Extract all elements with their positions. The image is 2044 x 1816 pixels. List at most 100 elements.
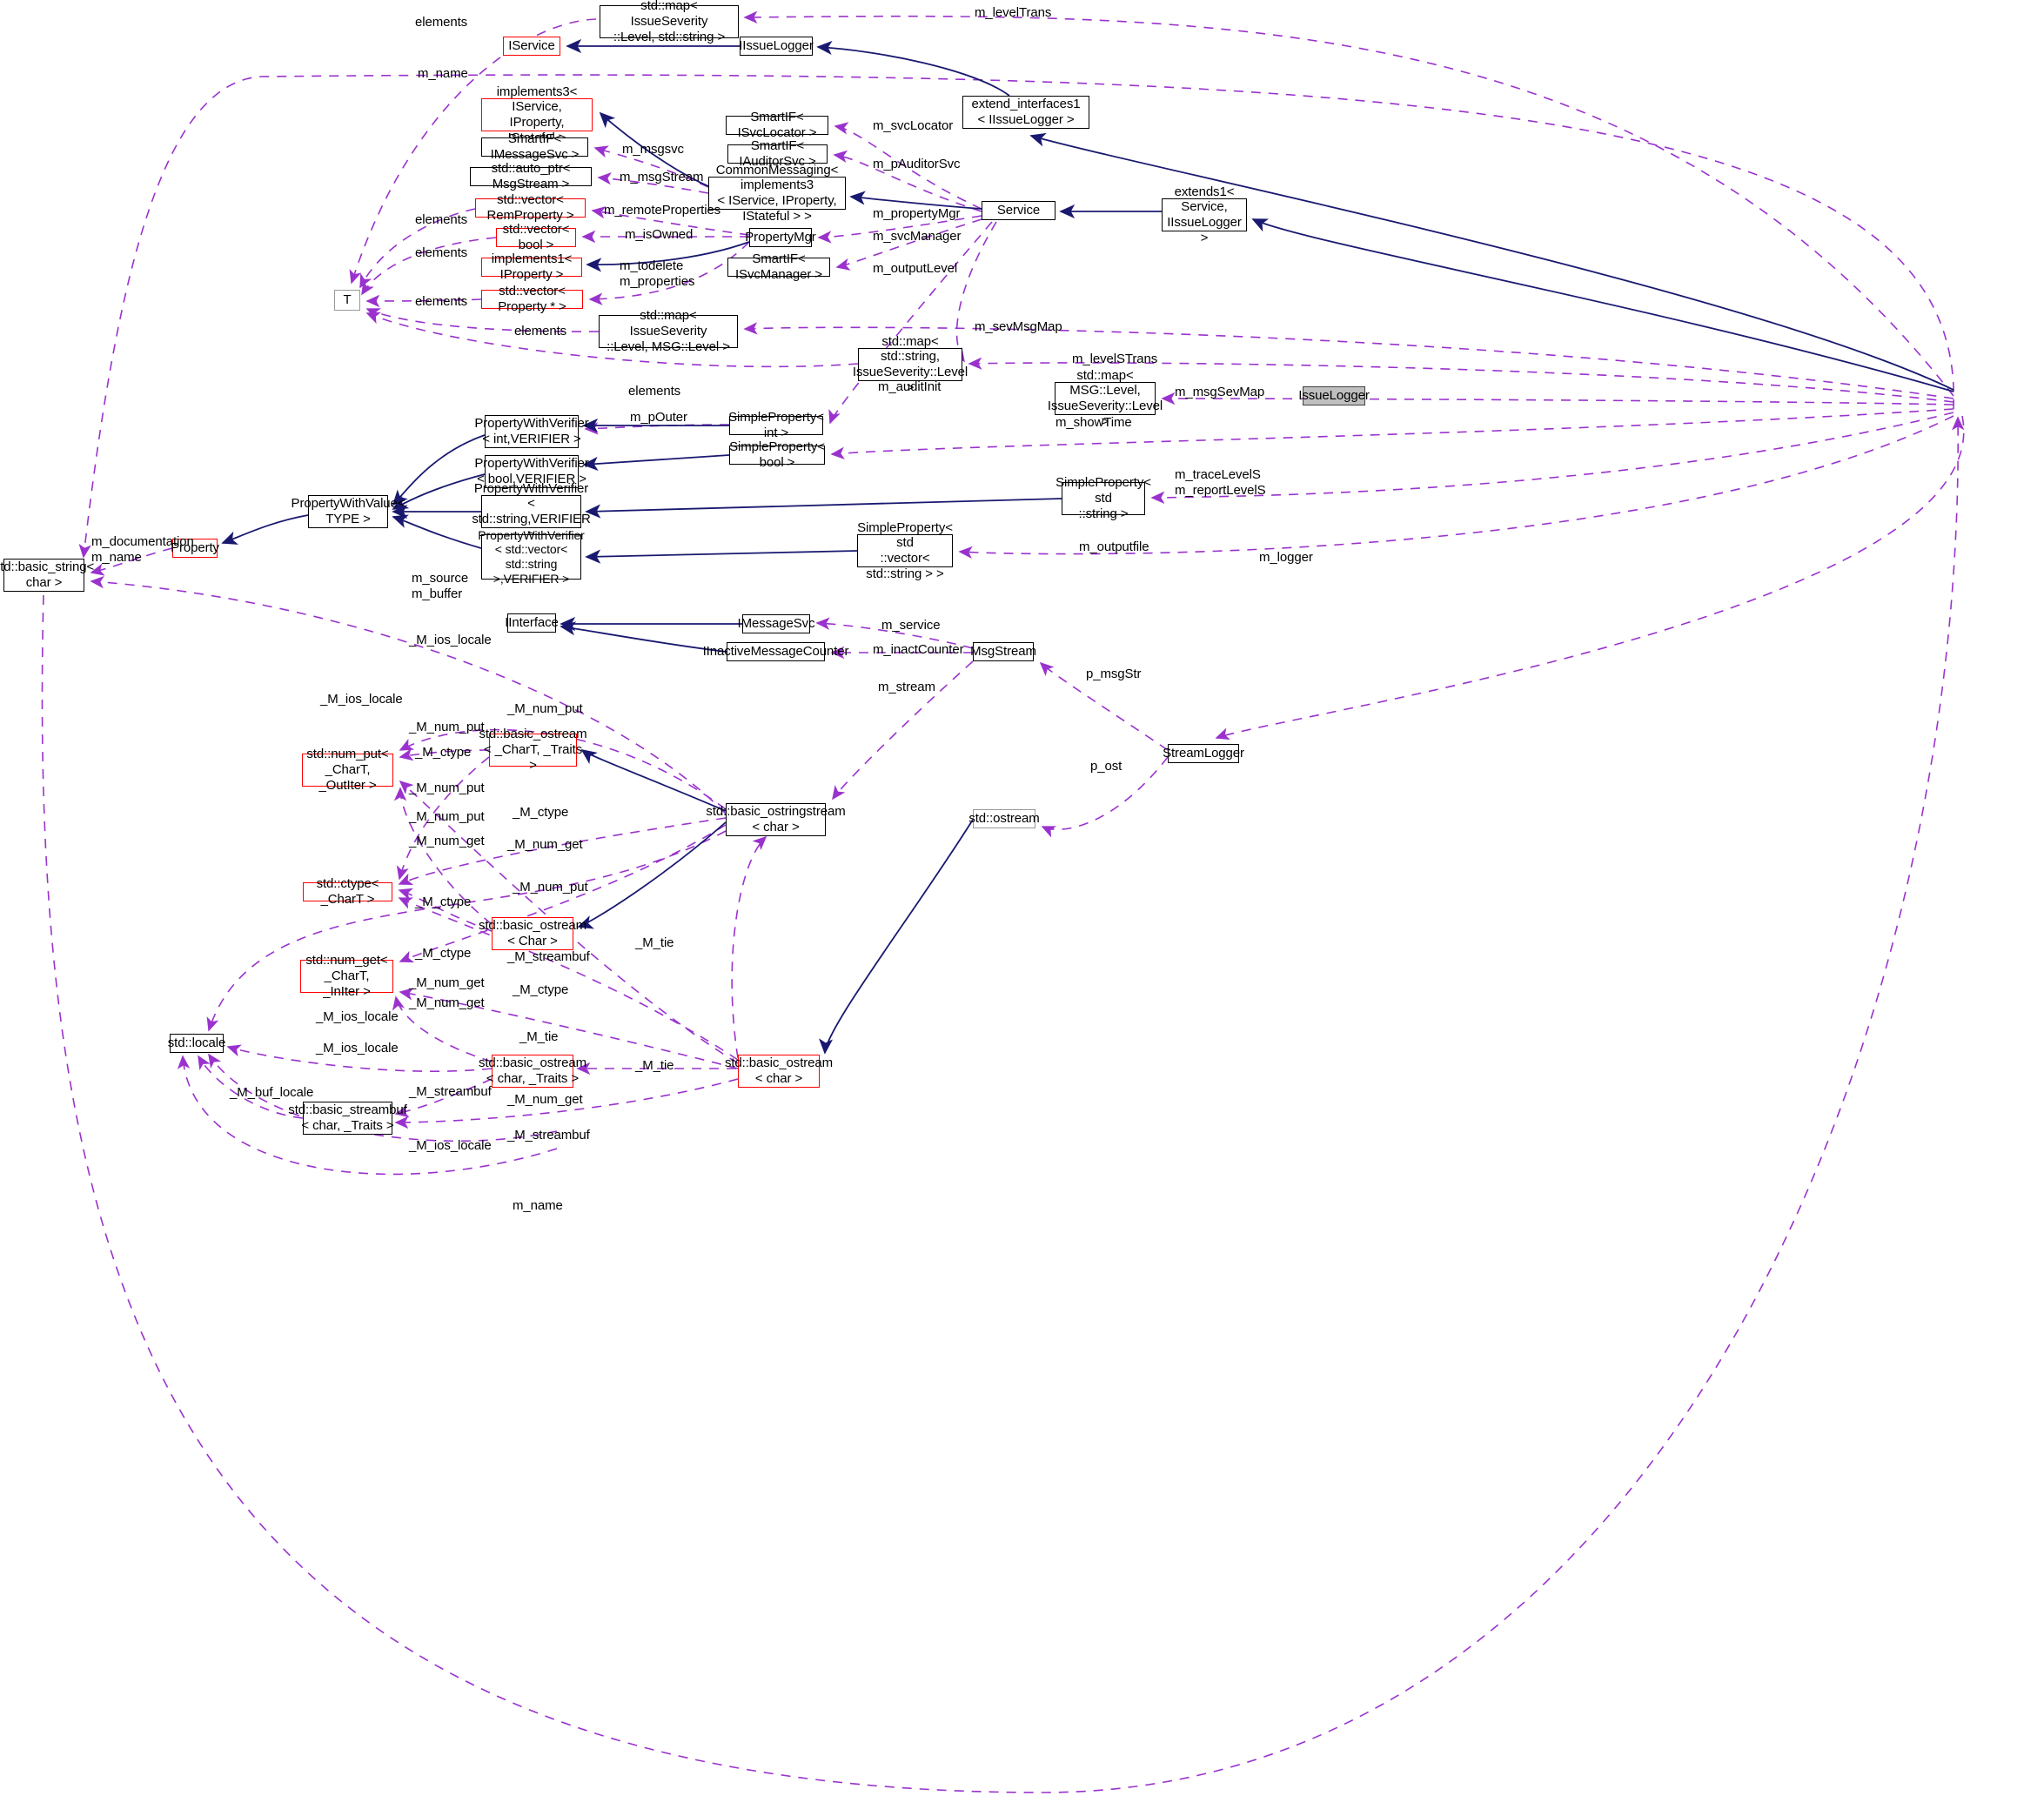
edge-label-lbl-m-pouter: m_pOuter bbox=[630, 410, 687, 425]
edge-label-lbl-m-ios-locale-2: _M_ios_locale bbox=[320, 692, 403, 707]
edge-label-lbl-m-tie-3: _M_tie bbox=[635, 1058, 674, 1073]
class-node-basic_ostringstream_char[interactable]: std::basic_ostringstream < char > bbox=[706, 803, 846, 836]
edge-label-lbl-m-num-put-2: _M_num_put bbox=[409, 720, 485, 734]
edge-label-lbl-elements-6: elements bbox=[628, 384, 681, 399]
edge-label-lbl-m-tracelevels: m_traceLevelS m_reportLevelS bbox=[1175, 467, 1266, 498]
edge-label-lbl-m-svcmanager: m_svcManager bbox=[873, 229, 962, 244]
edge-label-lbl-m-msgsevmap: m_msgSevMap bbox=[1175, 385, 1265, 399]
class-node-vector_property_ptr[interactable]: std::vector< Property * > bbox=[481, 284, 583, 314]
class-node-autoptr_msgstream[interactable]: std::auto_ptr< MsgStream > bbox=[470, 161, 592, 191]
edge-label-lbl-m-propertymgr: m_propertyMgr bbox=[873, 206, 961, 221]
class-node-smartif_iauditorsvc[interactable]: SmartIF< IAuditorSvc > bbox=[727, 138, 828, 169]
edge-label-lbl-m-name-bottom: m_name bbox=[513, 1198, 563, 1213]
edge-label-lbl-m-showtime: m_showTime bbox=[1056, 415, 1132, 430]
class-node-iservice[interactable]: IService bbox=[503, 37, 560, 56]
class-node-basic_ostream_Char[interactable]: std::basic_ostream < Char > bbox=[478, 917, 587, 950]
edge-label-lbl-m-auditinit: m_auditInit bbox=[878, 379, 942, 394]
class-node-commonmessaging[interactable]: CommonMessaging< implements3 < IService,… bbox=[708, 163, 846, 224]
class-node-smartif_isvclocator[interactable]: SmartIF< ISvcLocator > bbox=[726, 110, 828, 140]
class-node-num_get[interactable]: std::num_get< _CharT, _InIter > bbox=[300, 953, 393, 999]
class-node-pwv_int[interactable]: PropertyWithVerifier < int,VERIFIER > bbox=[474, 415, 589, 448]
class-node-pwv_tmpl[interactable]: PropertyWithValue< TYPE > bbox=[291, 495, 405, 528]
class-node-locale[interactable]: std::locale bbox=[168, 1034, 225, 1053]
class-node-iinterface[interactable]: IInterface bbox=[505, 613, 559, 633]
edge-label-lbl-elements-3: elements bbox=[415, 245, 468, 260]
class-node-basic_ostream_chart[interactable]: std::basic_ostream < _CharT, _Traits > bbox=[479, 727, 587, 773]
class-node-extends1_service[interactable]: extends1< Service, IIssueLogger > bbox=[1162, 184, 1247, 245]
edge-label-lbl-m-service: m_service bbox=[881, 618, 941, 633]
edge-label-lbl-m-num-get-2: _M_num_get bbox=[507, 837, 583, 852]
edge-label-lbl-m-isowned: m_isOwned bbox=[625, 227, 694, 242]
class-node-vector_remproperty[interactable]: std::vector< RemProperty > bbox=[475, 192, 586, 223]
class-node-map_msg_sev[interactable]: std::map< MSG::Level, IssueSeverity::Lev… bbox=[1047, 367, 1163, 429]
edge-label-lbl-m-ios-locale-5: _M_ios_locale bbox=[409, 1138, 492, 1153]
class-node-pwv_string[interactable]: PropertyWithVerifier < std::string,VERIF… bbox=[472, 480, 591, 542]
edge-label-lbl-m-sevmsgmap: m_sevMsgMap bbox=[975, 319, 1062, 334]
edge-label-lbl-m-ctype-1: _M_ctype bbox=[415, 745, 472, 760]
class-node-ctype_chart[interactable]: std::ctype< _CharT > bbox=[303, 876, 392, 907]
edge-label-lbl-m-outputlevel: m_outputLevel bbox=[873, 261, 958, 276]
class-node-propertymgr[interactable]: PropertyMgr bbox=[745, 228, 816, 247]
edge-label-lbl-m-msgsvc: m_msgsvc bbox=[622, 142, 684, 157]
class-node-service[interactable]: Service bbox=[982, 201, 1056, 220]
class-node-simpleproperty_int[interactable]: SimpleProperty< int > bbox=[728, 410, 824, 440]
class-node-pwv_vecstring[interactable]: PropertyWithVerifier < std::vector< std:… bbox=[478, 527, 585, 586]
edge-label-lbl-m-leveltrans: m_levelTrans bbox=[975, 5, 1052, 20]
edge-label-lbl-m-streambuf-1: _M_streambuf bbox=[507, 949, 590, 964]
edge-label-lbl-m-ios-locale-1: _M_ios_locale bbox=[409, 633, 492, 647]
class-node-streamlogger[interactable]: StreamLogger bbox=[1163, 744, 1244, 763]
class-node-T[interactable]: T bbox=[334, 290, 360, 311]
class-node-basic_streambuf[interactable]: std::basic_streambuf < char, _Traits > bbox=[288, 1102, 407, 1135]
class-node-iinactivemessagecounter[interactable]: IInactiveMessageCounter bbox=[703, 642, 849, 661]
class-node-pwv_bool[interactable]: PropertyWithVerifier < bool,VERIFIER > bbox=[474, 455, 589, 488]
class-node-map_sev_msglevel[interactable]: std::map< IssueSeverity ::Level, MSG::Le… bbox=[599, 308, 738, 354]
class-node-map_sev_string[interactable]: std::map< IssueSeverity ::Level, std::st… bbox=[600, 0, 739, 44]
edge-label-lbl-m-ios-locale-3: _M_ios_locale bbox=[316, 1009, 399, 1024]
edge-label-lbl-m-ctype-2: _M_ctype bbox=[513, 805, 569, 820]
edge-label-lbl-m-remoteproperties: m_remoteProperties bbox=[604, 203, 721, 218]
class-node-basic_ostream_char_traits[interactable]: std::basic_ostream < char, _Traits > bbox=[478, 1055, 587, 1088]
class-node-property[interactable]: Property bbox=[171, 539, 219, 558]
edge-label-lbl-m-ios-locale-4: _M_ios_locale bbox=[316, 1041, 399, 1055]
class-node-vector_bool[interactable]: std::vector< bool > bbox=[496, 222, 576, 252]
edge-label-lbl-m-inactcounter: m_inactCounter bbox=[873, 642, 964, 657]
class-node-issuelogger[interactable]: IssueLogger bbox=[1298, 386, 1370, 405]
class-node-ostream[interactable]: std::ostream bbox=[968, 809, 1040, 828]
class-node-basic_string_char[interactable]: std::basic_string< char > bbox=[0, 559, 95, 592]
edge-label-lbl-m-levelstrans: m_levelSTrans bbox=[1072, 352, 1158, 366]
class-node-map_string_sev[interactable]: std::map< std::string, IssueSeverity::Le… bbox=[852, 333, 968, 395]
edge-label-lbl-m-num-get-3: _M_num_get bbox=[409, 975, 485, 990]
edge-label-lbl-m-todelete: m_todelete m_properties bbox=[620, 258, 695, 289]
edge-label-lbl-m-ctype-3: _M_ctype bbox=[415, 895, 472, 909]
edge-label-lbl-m-num-get-1: _M_num_get bbox=[409, 834, 485, 848]
class-node-extend_interfaces1[interactable]: extend_interfaces1 < IIssueLogger > bbox=[962, 96, 1089, 129]
class-node-imessagesvc[interactable]: IMessageSvc bbox=[738, 614, 815, 633]
class-node-msgstream[interactable]: MsgStream bbox=[970, 642, 1036, 661]
edge-label-lbl-m-ctype-4: _M_ctype bbox=[415, 946, 472, 961]
edge-label-lbl-elements-2: elements bbox=[415, 212, 468, 227]
class-node-simpleproperty_vec[interactable]: SimpleProperty< std ::vector< std::strin… bbox=[857, 519, 953, 581]
class-node-iissuelogger[interactable]: IIssueLogger bbox=[739, 37, 814, 56]
edge-label-lbl-m-streambuf-3: _M_streambuf bbox=[507, 1128, 590, 1143]
class-node-smartif_isvcmanager[interactable]: SmartIF< ISvcManager > bbox=[727, 251, 830, 282]
class-node-basic_ostream_char[interactable]: std::basic_ostream < char > bbox=[724, 1055, 834, 1088]
edge-label-lbl-m-name-top: m_name bbox=[418, 66, 468, 81]
class-node-simpleproperty_bool[interactable]: SimpleProperty< bool > bbox=[729, 439, 825, 470]
class-node-implements1_iproperty[interactable]: implements1< IProperty > bbox=[481, 251, 582, 282]
class-node-simpleproperty_string[interactable]: SimpleProperty< std ::string > bbox=[1056, 475, 1151, 521]
edge-label-lbl-m-tie-2: _M_tie bbox=[519, 1029, 559, 1044]
edge-label-lbl-m-buf-locale: _M_buf_locale bbox=[230, 1085, 314, 1100]
edge-label-lbl-m-documentation: m_documentation m_name bbox=[91, 534, 194, 565]
edge-label-lbl-m-ctype-5: _M_ctype bbox=[513, 982, 569, 997]
class-node-implements3[interactable]: implements3< IService, IProperty, IState… bbox=[481, 84, 593, 145]
class-node-num_put[interactable]: std::num_put< _CharT, _OutIter > bbox=[302, 747, 393, 793]
edge-label-lbl-elements-1: elements bbox=[415, 15, 468, 30]
edge-label-lbl-m-num-get-5: _M_num_get bbox=[507, 1092, 583, 1107]
class-node-smartif_imessagesvc[interactable]: SmartIF< IMessageSvc > bbox=[481, 131, 588, 162]
edge-label-lbl-m-pauditorsvc: m_pAuditorSvc bbox=[873, 157, 961, 171]
edge-label-lbl-m-num-put-3: _M_num_put bbox=[409, 781, 485, 795]
edge-label-lbl-p-msgstr: p_msgStr bbox=[1086, 667, 1142, 681]
edge-label-lbl-elements-4: elements bbox=[415, 294, 468, 309]
